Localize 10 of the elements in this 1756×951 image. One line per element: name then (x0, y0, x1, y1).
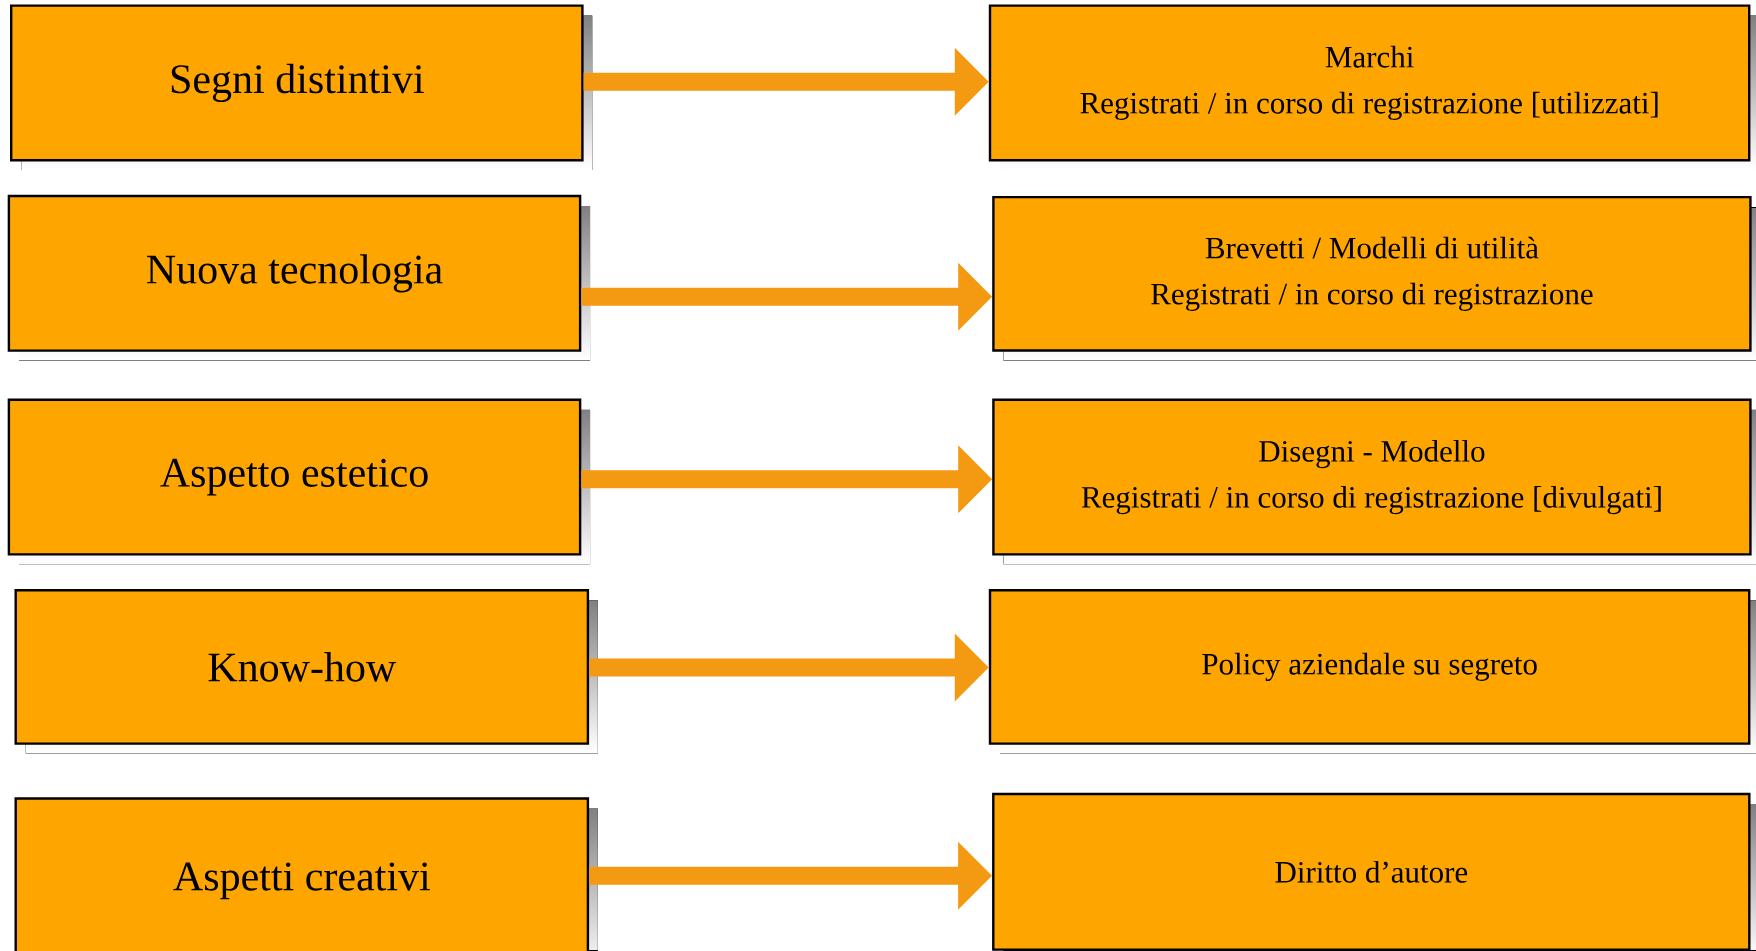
protection-box: Brevetti / Modelli di utilità Registrati / in corso di registrazione (992, 195, 1756, 361)
protection-box: Marchi Registrati / in corso di registrazione [utilizzati] (988, 4, 1756, 171)
protection-box: Diritto d’autore (992, 792, 1756, 951)
term-box: Aspetti creativi (14, 797, 598, 951)
term-box: Segni distintivi (10, 4, 593, 171)
protection-box: Disegni - Modello Registrati / in corso di registrazione [divulgati] (992, 398, 1756, 565)
term-box: Know-how (14, 589, 598, 754)
term-box: Nuova tecnologia (7, 194, 591, 361)
term-box: Aspetto estetico (7, 398, 591, 565)
protection-box: Policy aziendale su segreto (988, 589, 1756, 754)
